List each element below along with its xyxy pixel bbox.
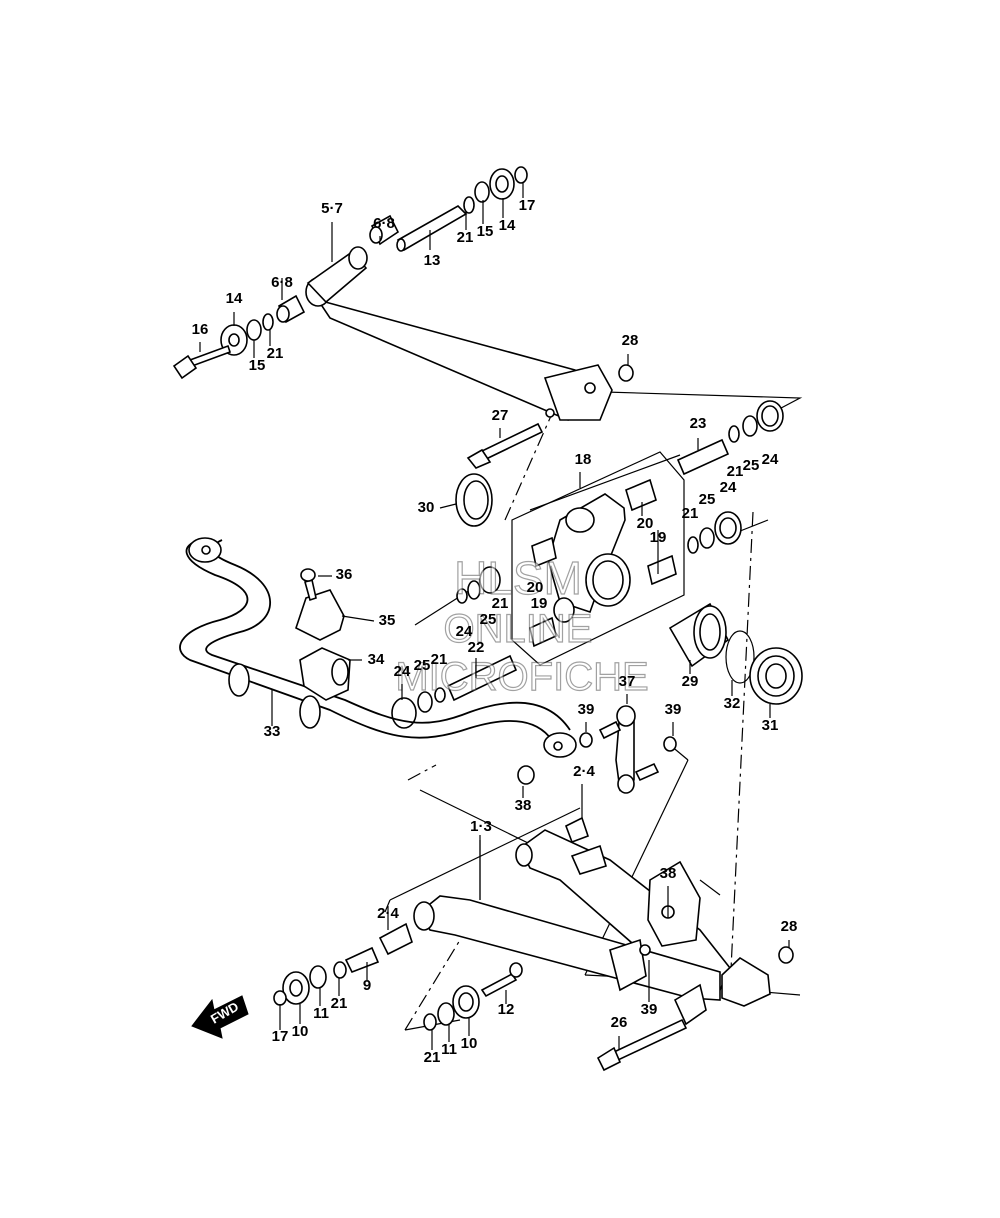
callout-39-b: 39 [665, 701, 682, 718]
callout-24-r2: 24 [720, 479, 737, 496]
callout-33: 33 [264, 723, 281, 740]
callout-2-4-a: 2·4 [573, 763, 595, 780]
stabilizer-link [579, 705, 677, 794]
callout-12: 12 [498, 1001, 515, 1018]
callout-25-c: 25 [480, 611, 497, 628]
callout-13: 13 [424, 252, 441, 269]
callout-25-r2: 25 [699, 491, 716, 508]
callout-21-bl: 21 [331, 995, 348, 1012]
callout-21-top: 21 [457, 229, 474, 246]
watermark-line-1: HLSM [454, 552, 582, 604]
callout-22: 22 [468, 639, 485, 656]
watermark: HLSM ONLINE MICROFICHE [395, 551, 650, 699]
callout-11-bl: 11 [313, 1005, 329, 1022]
callout-24-r1: 24 [762, 451, 779, 468]
callout-1-3: 1·3 [470, 818, 492, 835]
lower-a-arm [273, 816, 794, 1072]
callout-19-b: 19 [531, 595, 548, 612]
callout-10-bm: 10 [461, 1035, 478, 1052]
fwd-arrow-icon: FWD [191, 995, 249, 1039]
callout-29: 29 [682, 673, 699, 690]
callout-39-a: 39 [578, 701, 595, 718]
callout-21-bm: 21 [424, 1049, 441, 1066]
upper-cross-tube [305, 246, 613, 422]
callout-18: 18 [575, 451, 592, 468]
callout-21-r1: 21 [727, 463, 744, 480]
callout-leader-line [439, 503, 457, 509]
callout-36: 36 [336, 566, 353, 583]
callout-30: 30 [418, 499, 435, 516]
callout-38-a: 38 [515, 797, 532, 814]
callout-15-left: 15 [249, 357, 266, 374]
callout-28-top: 28 [622, 332, 639, 349]
callout-14-left: 14 [226, 290, 243, 307]
callout-20-b: 20 [527, 579, 544, 596]
callout-25-d: 25 [414, 657, 431, 674]
callout-23: 23 [690, 415, 707, 432]
upper-sleeves [172, 166, 528, 380]
callout-10-bl: 10 [292, 1023, 309, 1040]
callout-24-d: 24 [394, 663, 411, 680]
callout-9: 9 [363, 977, 371, 994]
callout-34: 34 [368, 651, 385, 668]
watermark-line-3: MICROFICHE [395, 655, 648, 699]
callout-15-top: 15 [477, 223, 494, 240]
callout-21-left: 21 [267, 345, 284, 362]
callout-17-top: 17 [519, 197, 536, 214]
callout-25-r1: 25 [743, 457, 760, 474]
callout-14-top: 14 [499, 217, 516, 234]
callout-37: 37 [619, 673, 636, 690]
stabilizer-bar [179, 537, 577, 785]
knuckle-group [391, 400, 803, 729]
callout-32: 32 [724, 695, 741, 712]
callout-26: 26 [611, 1014, 628, 1031]
callout-leader-line [341, 615, 375, 622]
callout-21-r2: 21 [682, 505, 699, 522]
callout-6-8-a: 6·8 [373, 215, 395, 232]
callout-16: 16 [192, 321, 209, 338]
callout-2-4-b: 2·4 [377, 905, 399, 922]
callout-39-c: 39 [641, 1001, 658, 1018]
watermark-line-2: ONLINE [444, 607, 593, 651]
callout-35: 35 [379, 612, 396, 629]
callout-38-b: 38 [660, 865, 677, 882]
callout-28-bot: 28 [781, 918, 798, 935]
callout-5-7: 5·7 [321, 200, 343, 217]
callout-17-bl: 17 [272, 1028, 289, 1045]
callout-24-c: 24 [456, 623, 473, 640]
callout-21-c: 21 [492, 595, 509, 612]
callout-6-8-b: 6·8 [271, 274, 293, 291]
callout-27: 27 [492, 407, 509, 424]
callout-19-a: 19 [650, 529, 667, 546]
bolt-27 [466, 364, 634, 469]
callout-31: 31 [762, 717, 779, 734]
callout-11-bm: 11 [441, 1041, 457, 1058]
callout-20-a: 20 [637, 515, 654, 532]
callout-21-d: 21 [431, 651, 448, 668]
